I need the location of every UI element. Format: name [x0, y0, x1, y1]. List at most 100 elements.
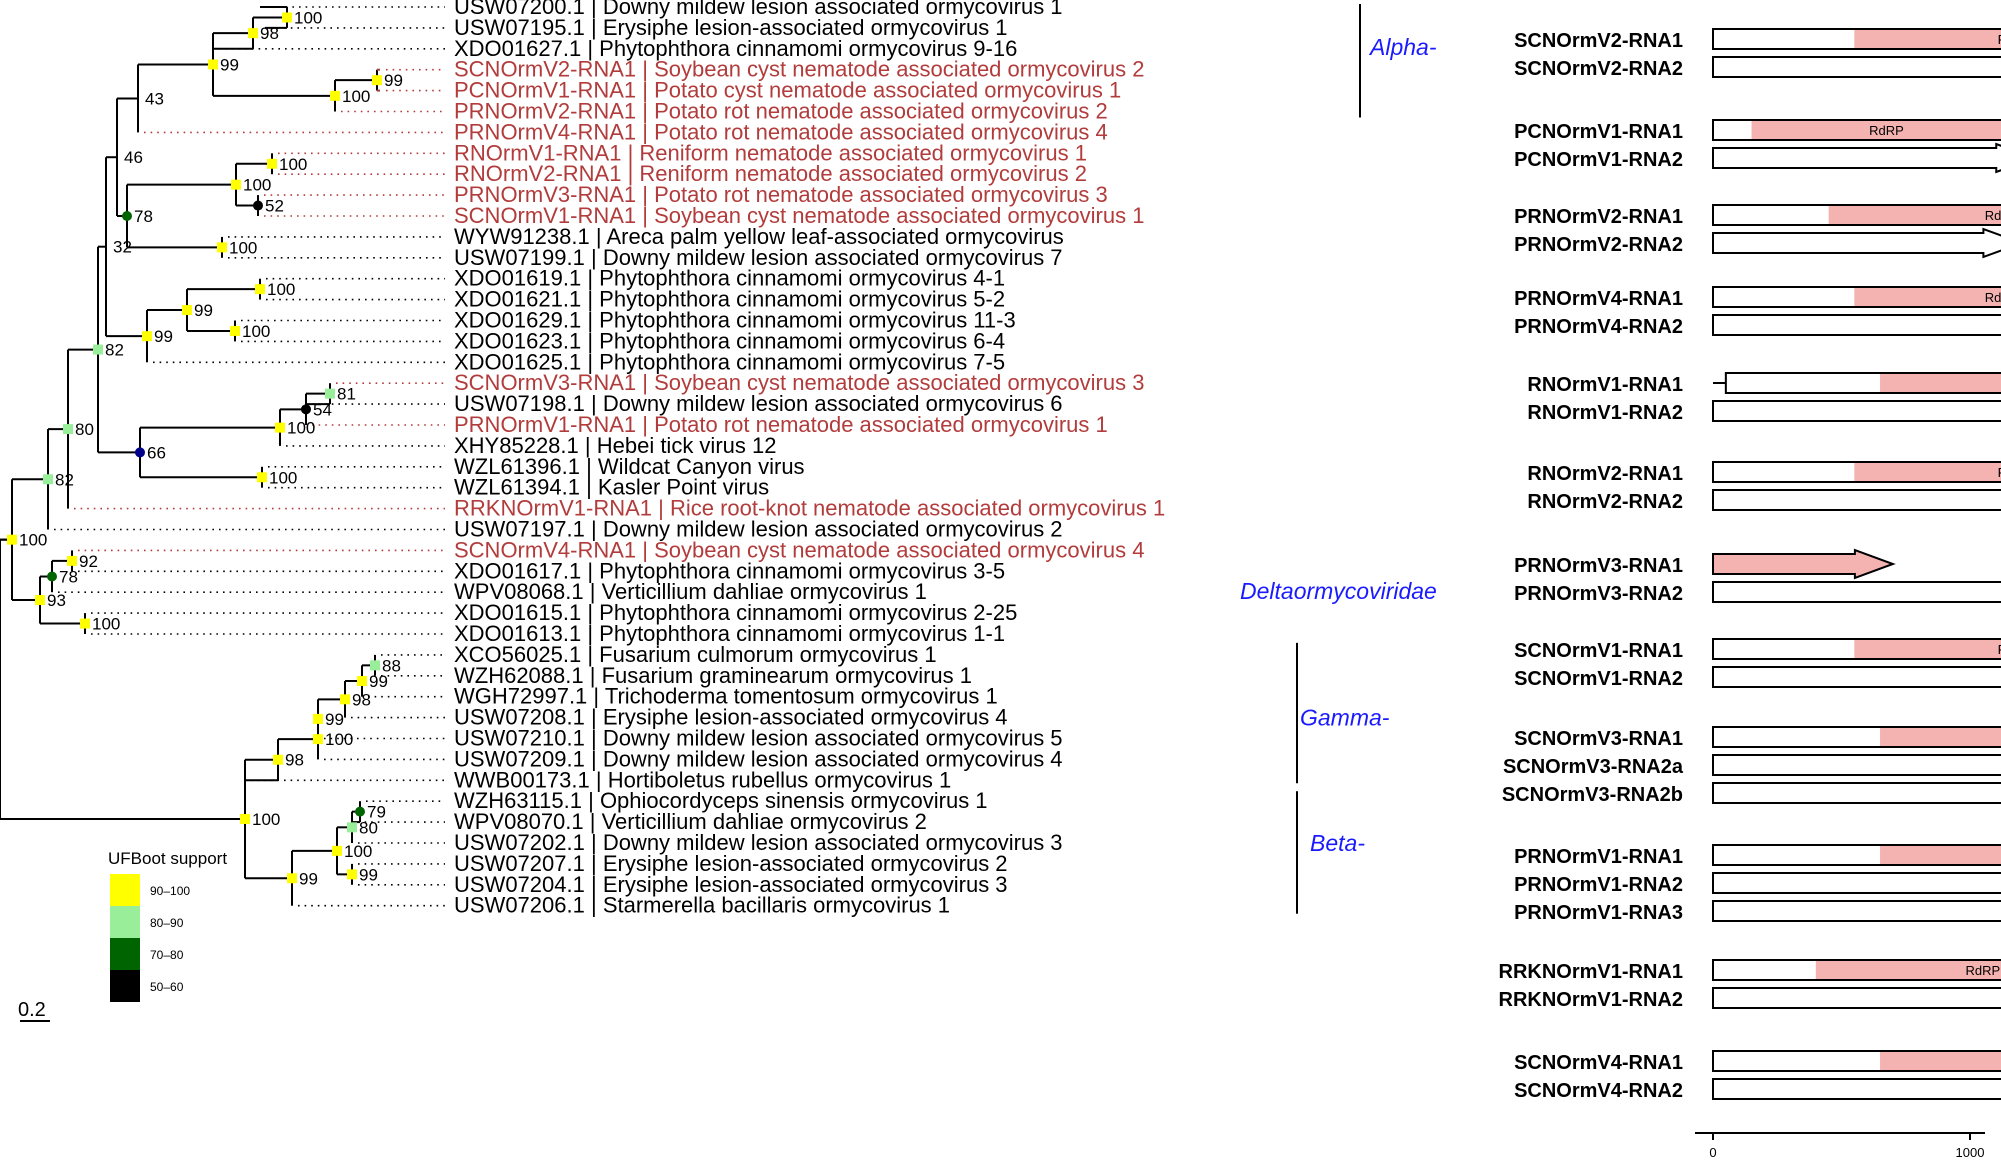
orf-arrow	[1712, 959, 2001, 981]
support-square	[357, 676, 367, 687]
tree-branches	[0, 6, 380, 906]
leaf-label: USW07207.1 | Erysiphe lesion-associated …	[454, 851, 1008, 876]
segment-group: SCNOrmV1-RNA1RdRPSCNOrmV1-RNA2	[1514, 638, 2001, 690]
leaf-accession: WZH62088.1	[454, 663, 584, 688]
segment-name: PRNOrmV1-RNA3	[1514, 902, 1683, 924]
segment-group: RNOrmV2-RNA1RdRPRNOrmV2-RNA2	[1527, 461, 2001, 513]
leaf-separator: |	[590, 767, 608, 792]
support-circle	[122, 211, 132, 221]
leaf-label: XHY85228.1 | Hebei tick virus 12	[454, 433, 776, 458]
leaf-label: PRNOrmV2-RNA1 | Potato rot nematode asso…	[454, 99, 1108, 124]
leaf-separator: |	[652, 496, 670, 521]
leaf-separator: |	[581, 642, 599, 667]
orf-arrow	[1712, 227, 2001, 259]
support-value: 99	[220, 55, 239, 74]
leaf-accession: WYW91238.1	[454, 224, 590, 249]
orf-arrow	[1712, 461, 2001, 483]
segment-name: PRNOrmV3-RNA1	[1514, 555, 1683, 577]
support-square	[240, 813, 250, 824]
leaf-accession: PRNOrmV3-RNA1	[454, 182, 636, 207]
leaf-virus-name: Potato rot nematode associated ormycovir…	[654, 412, 1108, 437]
leaf-separator: |	[585, 391, 603, 416]
leaf-separator: |	[585, 517, 603, 542]
leaf-accession: USW07206.1	[454, 893, 585, 918]
leaf-virus-name: Hebei tick virus 12	[597, 433, 777, 458]
leaf-accession: XDO01621.1	[454, 287, 581, 312]
leaf-virus-name: Hortiboletus rubellus ormycovirus 1	[608, 767, 952, 792]
leaf-virus-name: Starmerella bacillaris ormycovirus 1	[603, 893, 950, 918]
leaf-label: WWB00173.1 | Hortiboletus rubellus ormyc…	[454, 767, 951, 792]
leaf-accession: XDO01613.1	[454, 621, 581, 646]
segment-name: PRNOrmV2-RNA2	[1514, 234, 1683, 256]
support-square	[208, 59, 218, 70]
leaf-separator: |	[584, 579, 602, 604]
legend-label: 50–60	[150, 980, 184, 994]
leaf-accession: WGH72997.1	[454, 684, 587, 709]
leaf-accession: PCNOrmV1-RNA1	[454, 78, 636, 103]
support-square	[142, 331, 152, 342]
leaf-label: XDO01629.1 | Phytophthora cinnamomi ormy…	[454, 308, 1016, 333]
leaf-label: USW07208.1 | Erysiphe lesion-associated …	[454, 705, 1008, 730]
leaf-separator: |	[581, 266, 599, 291]
leaf-label: XCO56025.1 | Fusarium culmorum ormycovir…	[454, 642, 937, 667]
leaf-label: XDO01623.1 | Phytophthora cinnamomi ormy…	[454, 328, 1005, 353]
leaf-separator: |	[636, 119, 654, 144]
support-value: 100	[19, 531, 47, 550]
support-value: 43	[145, 89, 164, 108]
support-value: 78	[59, 568, 78, 587]
support-value: 32	[113, 238, 132, 257]
clade-label: Alpha-	[1368, 34, 1437, 60]
leaf-separator: |	[585, 872, 603, 897]
orf-arrow	[1712, 56, 2001, 78]
leaf-accession: SCNOrmV1-RNA1	[454, 203, 636, 228]
support-value: 99	[359, 865, 378, 884]
leaf-virus-name: Downy mildew lesion associated ormycovir…	[603, 830, 1063, 855]
legend-label: 80–90	[150, 916, 184, 930]
rdrp-domain	[1828, 205, 2001, 225]
axis-tick-label: 0	[1709, 1145, 1716, 1160]
leaf-virus-name: Downy mildew lesion associated ormycovir…	[603, 517, 1063, 542]
leaf-virus-name: Trichoderma tomentosum ormycovirus 1	[605, 684, 998, 709]
leaf-separator: |	[579, 433, 597, 458]
support-square	[217, 242, 227, 253]
leaf-accession: WZL61394.1	[454, 475, 580, 500]
legend-label: 90–100	[150, 884, 190, 898]
support-square	[370, 660, 380, 671]
support-circle	[301, 404, 311, 415]
leaf-accession: USW07202.1	[454, 830, 585, 855]
leaf-label: SCNOrmV2-RNA1 | Soybean cyst nematode as…	[454, 57, 1144, 82]
leaf-label: WGH72997.1 | Trichoderma tomentosum ormy…	[454, 684, 998, 709]
leaf-label: WPV08068.1 | Verticillium dahliae ormyco…	[454, 579, 927, 604]
leaf-virus-name: Kasler Point virus	[598, 475, 769, 500]
orf-arrow	[1712, 666, 2001, 688]
leaf-label: XDO01613.1 | Phytophthora cinnamomi ormy…	[454, 621, 1005, 646]
leaf-virus-name: Phytophthora cinnamomi ormycovirus 4-1	[599, 266, 1005, 291]
segment-name: RNOrmV1-RNA1	[1527, 374, 1683, 396]
segment-name: PRNOrmV4-RNA2	[1514, 316, 1683, 338]
leaf-separator: |	[584, 663, 602, 688]
support-square	[67, 555, 77, 566]
leaf-virus-name: Erysiphe lesion-associated ormycovirus 2	[603, 851, 1008, 876]
segment-name: PCNOrmV1-RNA1	[1514, 121, 1683, 143]
support-value: 78	[134, 207, 153, 226]
leaf-virus-name: Potato rot nematode associated ormycovir…	[654, 182, 1108, 207]
leaf-separator: |	[584, 809, 602, 834]
support-circle	[47, 571, 57, 582]
segment-name: PRNOrmV2-RNA1	[1514, 206, 1683, 228]
leaf-virus-name: Phytophthora cinnamomi ormycovirus 6-4	[599, 328, 1005, 353]
support-square	[325, 388, 335, 399]
segment-name: SCNOrmV2-RNA2	[1514, 58, 1683, 80]
orf-arrow	[1712, 900, 2001, 922]
leaf-label: SCNOrmV3-RNA1 | Soybean cyst nematode as…	[454, 370, 1144, 395]
support-value: 80	[75, 420, 94, 439]
support-value: 100	[242, 322, 270, 341]
leaf-virus-name: Ophiocordyceps sinensis ormycovirus 1	[600, 788, 988, 813]
leaf-virus-name: Verticillium dahliae ormycovirus 2	[602, 809, 927, 834]
leaf-separator: |	[585, 830, 603, 855]
leaf-virus-name: Phytophthora cinnamomi ormycovirus 1-1	[599, 621, 1005, 646]
support-square	[255, 284, 265, 295]
support-value: 82	[55, 470, 74, 489]
segment-name: PCNOrmV1-RNA2	[1514, 149, 1683, 171]
leaf-label: PRNOrmV1-RNA1 | Potato rot nematode asso…	[454, 412, 1108, 437]
